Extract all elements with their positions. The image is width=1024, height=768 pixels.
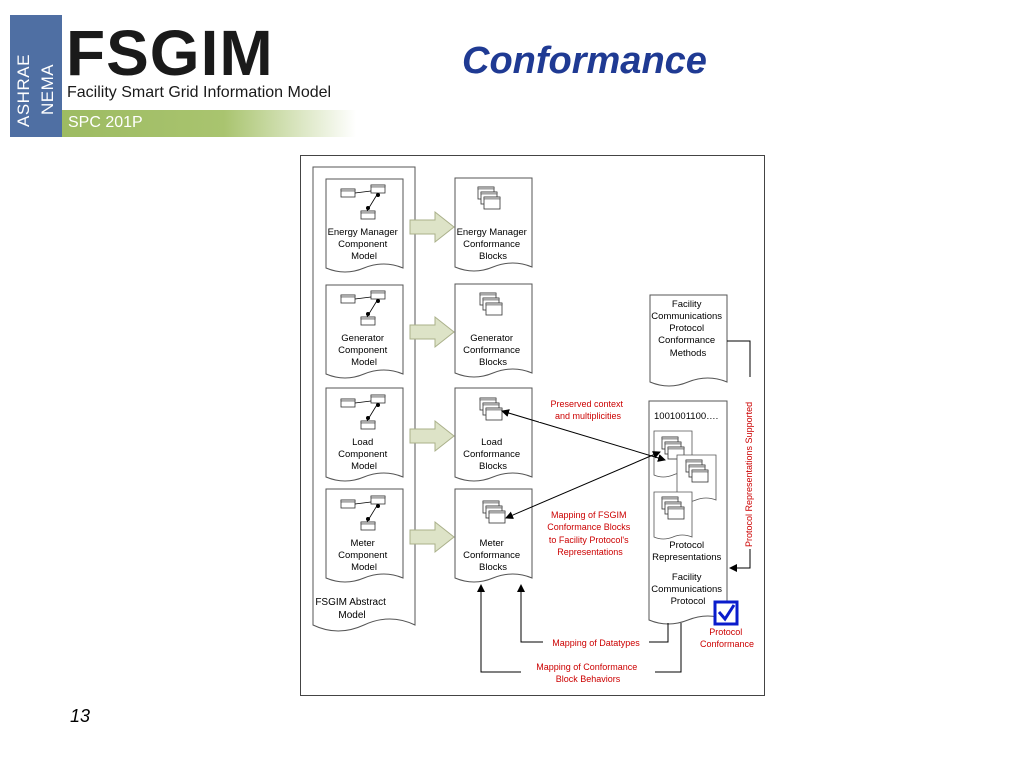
logo-ashrae: ASHRAE bbox=[14, 54, 33, 127]
svg-text:Generator Component: Generator Component Model bbox=[338, 333, 390, 368]
logo-subtitle: Facility Smart Grid Information Model bbox=[67, 84, 332, 101]
svg-text:Meter Conformance: Meter Conformance Blocks bbox=[463, 538, 523, 573]
svg-text:Load Component Mod: Load Component Model bbox=[338, 437, 390, 472]
svg-text:Generator Conformance: Generator Conformance Blocks bbox=[463, 333, 523, 368]
component-model-generator: Generator Component Model bbox=[325, 284, 404, 379]
component-model-load: Load Component Model bbox=[325, 387, 404, 482]
connector-label-backdrop bbox=[742, 377, 758, 549]
mapping-blocks-annotation: Mapping of FSGIM Conformance Blocks to F… bbox=[547, 510, 633, 557]
conformance-diagram: FSGIM Abstract Model Energy Manager Comp… bbox=[300, 155, 765, 696]
logo-vertical-band: ASHRAE NEMA bbox=[10, 15, 62, 137]
binary-code-text: 1001001100…. bbox=[654, 411, 718, 422]
annotation-backdrop bbox=[521, 658, 655, 686]
annotation-backdrop bbox=[543, 635, 649, 649]
protocol-document: 1001001100…. Protocol Representations Fa… bbox=[648, 400, 728, 625]
logo-spc-band bbox=[62, 110, 356, 137]
svg-text:Protocol Representations: Protocol Representations Facility Commun… bbox=[651, 540, 724, 607]
logo-nema: NEMA bbox=[38, 63, 57, 115]
logo-spc-text: SPC 201P bbox=[68, 114, 143, 131]
conformance-blocks-load: Load Conformance Blocks bbox=[454, 387, 533, 482]
conformance-methods-document: Facility Communications Protocol Conform… bbox=[649, 294, 728, 387]
slide-number: 13 bbox=[70, 706, 91, 726]
logo-wordmark: FSGIM bbox=[66, 17, 274, 89]
conformance-blocks-energy-manager: Energy Manager Conformance Blocks bbox=[454, 177, 533, 272]
abstract-model-label: FSGIM Abstract Model bbox=[315, 597, 388, 621]
svg-text:Energy Manager Conforman: Energy Manager Conformance Blocks bbox=[457, 227, 530, 262]
svg-text:Facility Communications: Facility Communications Protocol Conform… bbox=[651, 299, 724, 359]
conformance-blocks-meter: Meter Conformance Blocks bbox=[454, 488, 533, 583]
mapping-datatypes-annotation: Mapping of Datatypes bbox=[552, 638, 640, 648]
svg-text:Load Conformance B: Load Conformance Blocks bbox=[463, 437, 523, 472]
annotation-backdrop bbox=[539, 398, 641, 422]
checkbox-icon bbox=[713, 600, 739, 626]
meter-mapping-arrow bbox=[505, 451, 661, 519]
page-title: Conformance bbox=[462, 40, 707, 82]
protocol-conformance-label: Protocol Conformance bbox=[700, 627, 754, 649]
component-model-energy-manager: Energy Manager Component Model bbox=[325, 178, 404, 273]
component-model-meter: Meter Component Model bbox=[325, 488, 404, 583]
svg-text:Energy Manager Component: Energy Manager Component Model bbox=[328, 227, 401, 262]
conformance-blocks-generator: Generator Conformance Blocks bbox=[454, 283, 533, 378]
mapping-behaviors-annotation: Mapping of Conformance Block Behaviors bbox=[536, 662, 640, 684]
svg-text:Meter Component Mo: Meter Component Model bbox=[338, 538, 390, 573]
representations-supported-label: Protocol Representations Supported bbox=[744, 402, 754, 547]
preserved-context-annotation: Preserved context and multiplicities bbox=[550, 399, 625, 421]
